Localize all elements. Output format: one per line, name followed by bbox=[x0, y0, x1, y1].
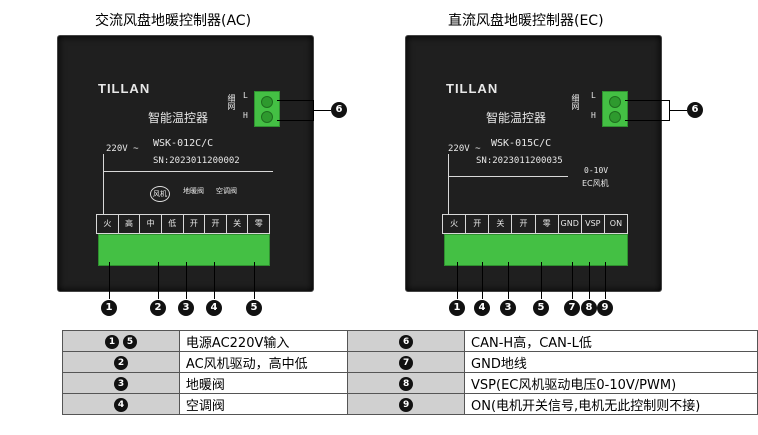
legend-text: AC风机驱动，高中低 bbox=[178, 351, 349, 373]
l-label: L bbox=[591, 91, 596, 100]
can-screw bbox=[609, 96, 621, 108]
model-label: WSK-012C/C bbox=[153, 138, 214, 149]
legend-text: GND地线 bbox=[464, 351, 758, 373]
callout-1: 1 bbox=[101, 300, 117, 316]
legend-text: ON(电机开关信号,电机无此控制则不接) bbox=[464, 393, 758, 415]
ec-fan-label: EC风机 bbox=[582, 179, 609, 188]
h-label: H bbox=[243, 111, 248, 120]
callout-3: 3 bbox=[500, 300, 516, 316]
can-screw bbox=[261, 96, 273, 108]
voltage-label: 220V ~ bbox=[106, 144, 139, 154]
main-terminal-block bbox=[444, 234, 628, 266]
legend-text: 电源AC220V输入 bbox=[178, 330, 349, 352]
fan-label: 风机 bbox=[150, 186, 170, 202]
callout-7: 7 bbox=[564, 300, 580, 316]
ac-controller-panel: TILLAN 智能温控器 WSK-012C/C SN:2023011200002… bbox=[57, 35, 314, 292]
can-screw bbox=[609, 111, 621, 123]
callout-6: 6 bbox=[687, 102, 703, 118]
ec-voltage-label: 0-10V bbox=[584, 166, 609, 175]
legend-text: VSP(EC风机驱动电压0-10V/PWM) bbox=[464, 372, 758, 394]
callout-5: 5 bbox=[533, 300, 549, 316]
tag-label: 细网 bbox=[227, 94, 236, 110]
valve1-label: 地暖阀 bbox=[183, 187, 204, 195]
valve2-label: 空调阀 bbox=[216, 187, 237, 195]
ec-title: 直流风盘地暖控制器(EC) bbox=[448, 13, 604, 29]
ec-controller-panel: TILLAN 智能温控器 WSK-015C/C SN:2023011200035… bbox=[405, 35, 662, 292]
sn-label: SN:2023011200002 bbox=[153, 156, 240, 166]
terminal-label-strip: 火高中低 开开关零 bbox=[96, 214, 270, 234]
callout-4: 4 bbox=[206, 300, 222, 316]
legend-row: 4 空调阀 9 ON(电机开关信号,电机无此控制则不接) bbox=[62, 393, 758, 415]
product-label: 智能温控器 bbox=[486, 111, 547, 125]
h-label: H bbox=[591, 111, 596, 120]
model-label: WSK-015C/C bbox=[491, 138, 552, 149]
main-terminal-block bbox=[98, 234, 270, 266]
callout-8: 8 bbox=[581, 300, 597, 316]
brand-label: TILLAN bbox=[446, 81, 499, 96]
callout-6: 6 bbox=[331, 102, 347, 118]
legend-text: 空调阀 bbox=[178, 393, 349, 415]
callout-3: 3 bbox=[178, 300, 194, 316]
legend-row: 3 地暖阀 8 VSP(EC风机驱动电压0-10V/PWM) bbox=[62, 372, 758, 394]
voltage-label: 220V ~ bbox=[448, 144, 481, 154]
can-screw bbox=[261, 111, 273, 123]
callout-1: 1 bbox=[449, 300, 465, 316]
tag-label: 细网 bbox=[571, 94, 580, 110]
legend-row: 2 AC风机驱动，高中低 7 GND地线 bbox=[62, 351, 758, 373]
callout-5: 5 bbox=[246, 300, 262, 316]
legend-text: CAN-H高，CAN-L低 bbox=[464, 330, 758, 352]
sn-label: SN:2023011200035 bbox=[476, 156, 563, 166]
brand-label: TILLAN bbox=[98, 81, 151, 96]
ac-title: 交流风盘地暖控制器(AC) bbox=[95, 13, 252, 29]
callout-9: 9 bbox=[597, 300, 613, 316]
callout-4: 4 bbox=[474, 300, 490, 316]
callout-2: 2 bbox=[150, 300, 166, 316]
product-label: 智能温控器 bbox=[148, 111, 209, 125]
l-label: L bbox=[243, 91, 248, 100]
legend-text: 地暖阀 bbox=[178, 372, 349, 394]
